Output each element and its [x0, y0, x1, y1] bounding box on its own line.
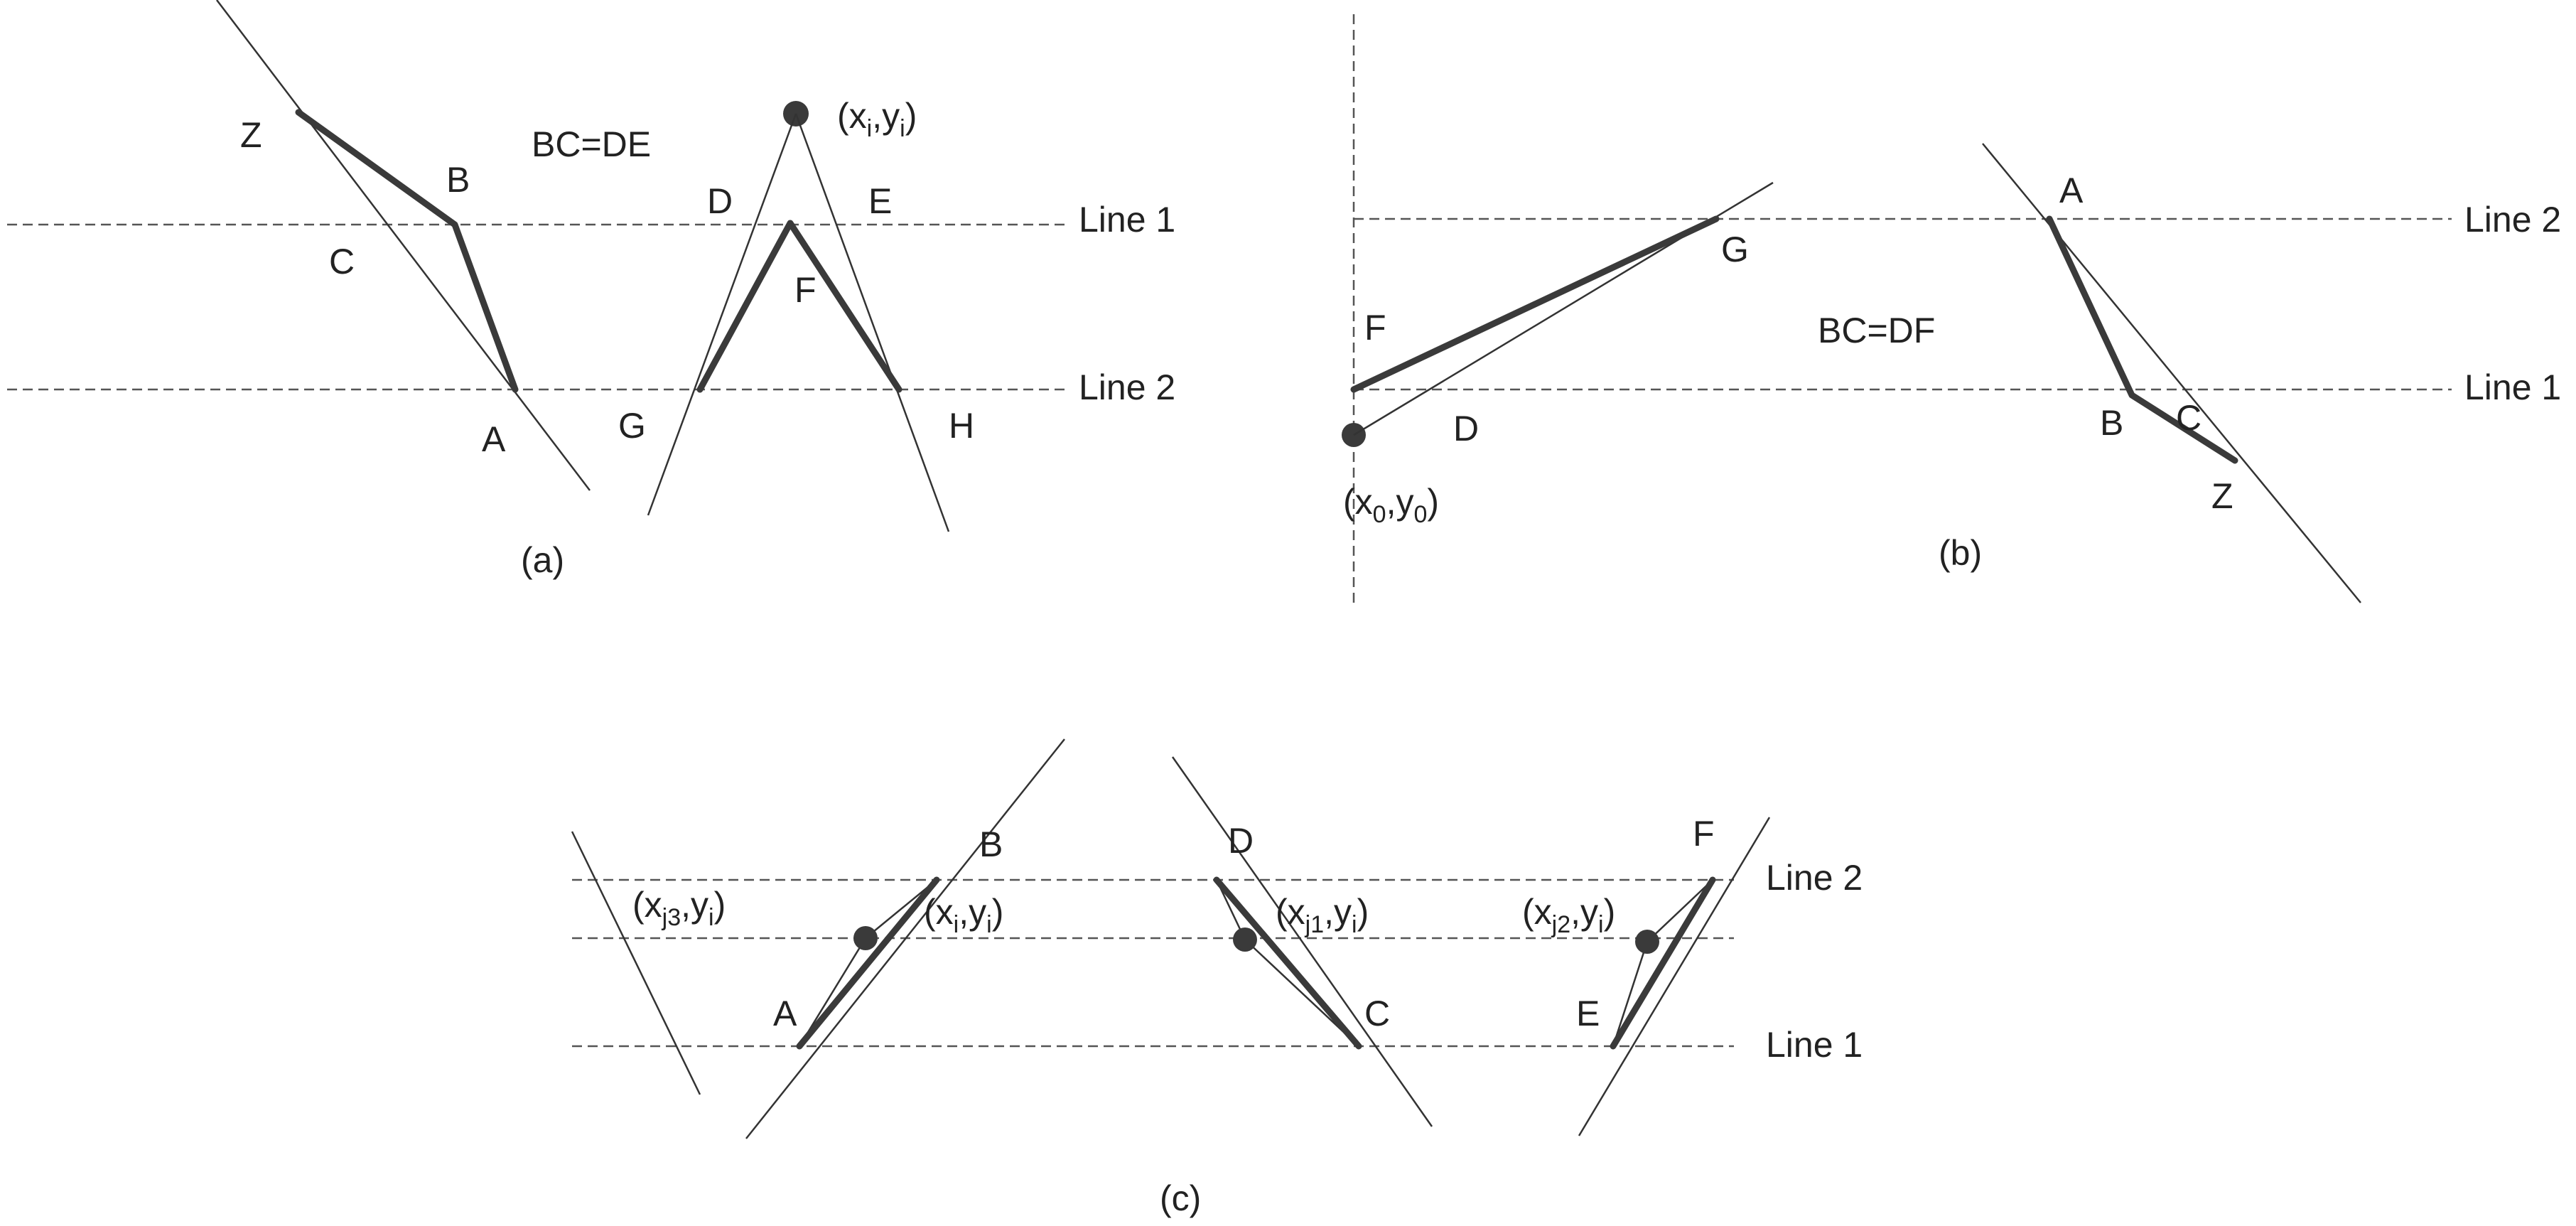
panel-a-path-gfh — [696, 220, 902, 393]
panel-a-line-1-label: Line 1 — [1079, 200, 1175, 240]
panel-c-caption: (c) — [1160, 1178, 1201, 1218]
panel-b-line-2-label: Line 2 — [2464, 200, 2561, 240]
panel-c-segment-ef — [1610, 876, 1716, 1050]
panel-b-coord-label: (x0,y0) — [1343, 482, 1439, 528]
panel-c-label-c: C — [1364, 994, 1390, 1033]
panel-c-label-d: D — [1228, 821, 1254, 861]
panel-a-label-e: E — [868, 181, 892, 221]
panel-b-caption: (b) — [1939, 533, 1982, 573]
panel-a-label-f: F — [794, 270, 817, 310]
panel-b-label-a: A — [2059, 171, 2084, 210]
panel-c-line-1-label: Line 1 — [1766, 1025, 1863, 1065]
panel-b-label-d: D — [1453, 409, 1479, 448]
panel-a-label-a: A — [482, 419, 506, 459]
panel-b-label-g: G — [1721, 230, 1749, 269]
panel-b-line-1-label: Line 1 — [2464, 367, 2561, 407]
panel-b-label-f: F — [1364, 308, 1386, 348]
panel-a: Z B C A BC=DE D E F G H (xi,yi) Line 1 L… — [7, 0, 1175, 580]
panel-a-label-b: B — [446, 160, 470, 200]
panel-a-label-c: C — [329, 242, 355, 281]
panel-b-label-z: Z — [2211, 476, 2233, 516]
panel-a-coord-label: (xi,yi) — [837, 96, 917, 142]
panel-c-line-ef — [1578, 817, 1771, 1136]
panel-b-path-abz — [2046, 215, 2238, 464]
panel-c: B A D C F E (xj3,yi) (xi,yi) (xj1,yi) (x… — [571, 738, 1863, 1218]
panel-a-label-g: G — [618, 406, 646, 446]
panel-c-line-2-label: Line 2 — [1766, 858, 1863, 898]
panel-c-coord-xj3: (xj3,yi) — [632, 885, 726, 931]
panel-c-line-ab — [745, 738, 1065, 1139]
panel-c-coord-xj1: (xj1,yi) — [1276, 892, 1369, 938]
panel-c-point-xj2-yi — [1635, 930, 1659, 954]
panel-c-line-dc — [1171, 756, 1433, 1127]
panel-a-ray-left — [647, 113, 797, 516]
panel-a-label-h: H — [949, 406, 974, 446]
panel-a-equation: BC=DE — [532, 124, 651, 164]
panel-c-label-a: A — [773, 994, 797, 1033]
panel-c-coord-xi: (xi,yi) — [924, 892, 1003, 938]
panel-b-segment-fg — [1350, 215, 1720, 393]
panel-b-equation: BC=DF — [1818, 311, 1935, 350]
panel-c-coord-xj2: (xj2,yi) — [1522, 892, 1615, 938]
panel-c-point-xj1-yi — [1233, 927, 1257, 952]
panel-c-left-line — [571, 831, 701, 1095]
panel-a-ray-right — [794, 113, 950, 532]
panel-b-label-b: B — [2100, 403, 2123, 443]
panel-c-label-b: B — [979, 824, 1003, 864]
panel-a-line-2-label: Line 2 — [1079, 367, 1175, 407]
panel-b: F G D BC=DF A B C Z (x0,y0) Line 2 Line … — [1342, 14, 2561, 604]
panel-c-segment-dc — [1213, 876, 1362, 1050]
panel-c-label-e: E — [1576, 994, 1600, 1033]
panel-b-diagonal-line — [1982, 143, 2361, 603]
panel-c-label-f: F — [1693, 814, 1715, 854]
panel-c-segment-ab — [796, 876, 940, 1050]
panel-b-label-c: C — [2176, 398, 2202, 438]
panel-a-path-zba — [295, 109, 519, 393]
panel-a-label-d: D — [707, 181, 733, 221]
panel-a-caption: (a) — [521, 540, 564, 580]
panel-a-diagonal-line — [216, 0, 591, 491]
panel-a-label-z: Z — [240, 115, 262, 155]
panel-c-point-xi-yi — [853, 926, 878, 950]
